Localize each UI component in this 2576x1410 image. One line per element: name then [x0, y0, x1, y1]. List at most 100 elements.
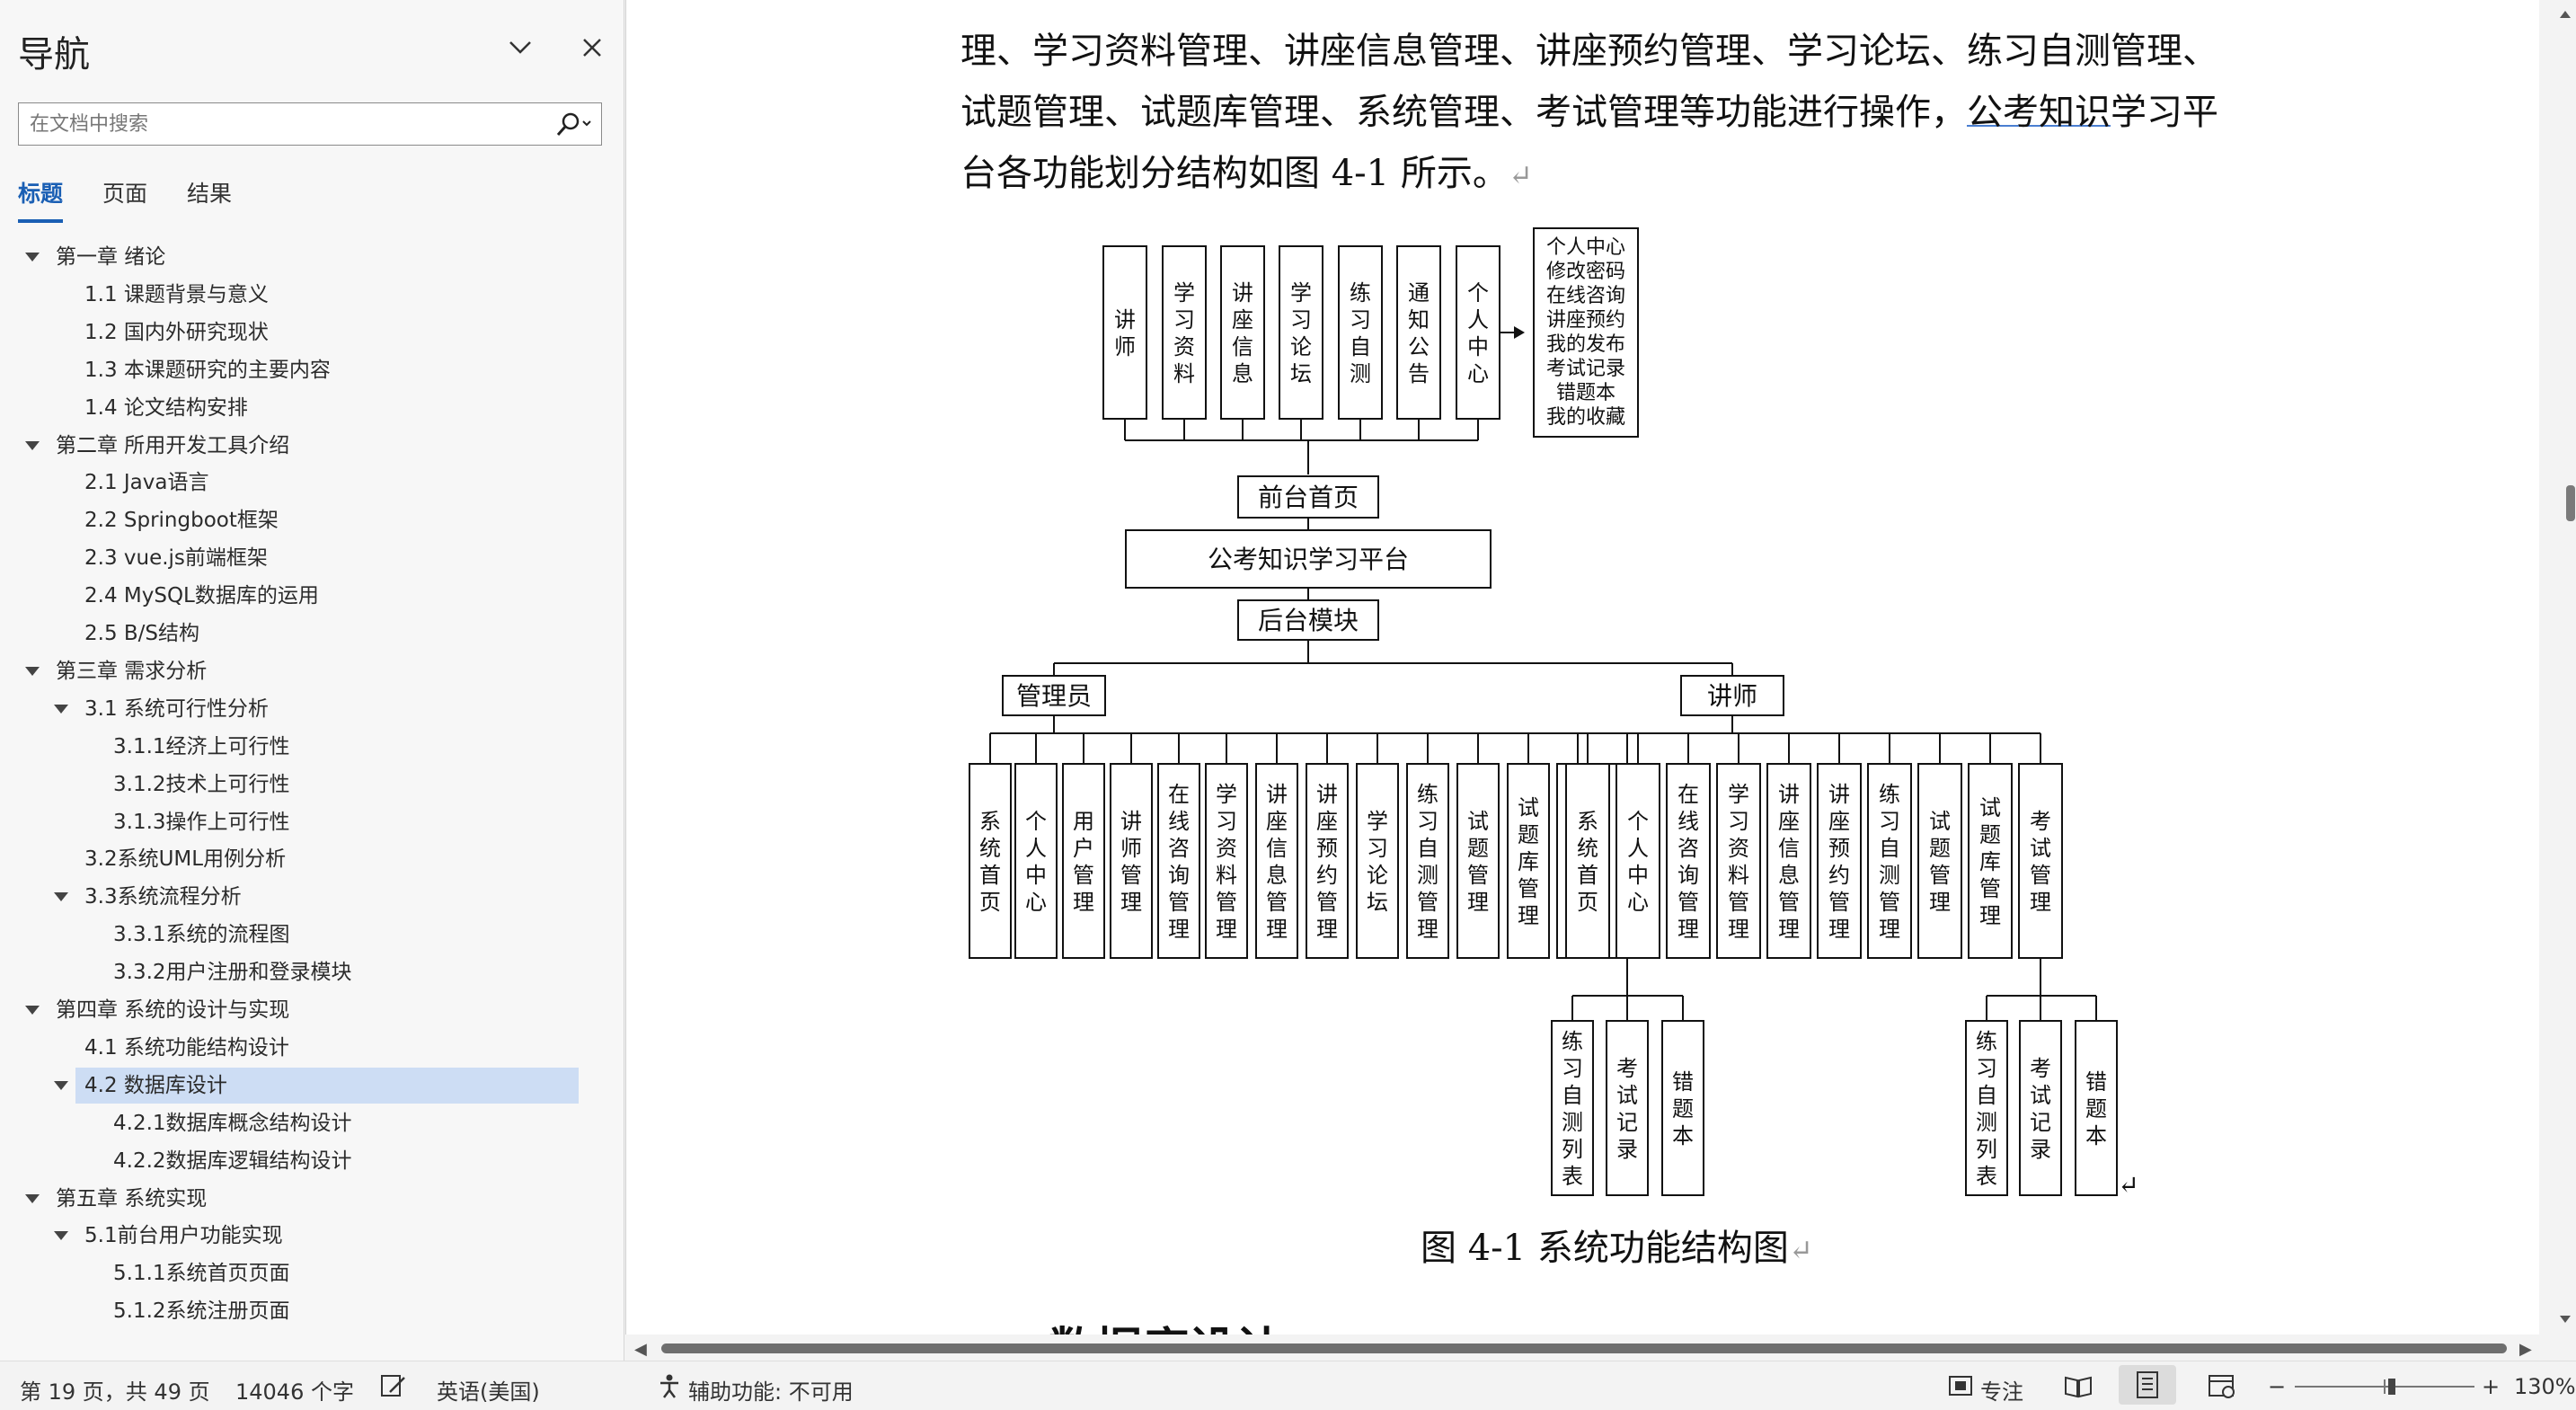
- spellcheck-underlined-word[interactable]: 公考知识: [1967, 92, 2111, 133]
- lecturer-module-box-char: 库: [1979, 849, 2001, 874]
- lecturer-module-box-char: 线: [1677, 809, 1699, 834]
- outline-item[interactable]: 3.3系统流程分析: [0, 879, 624, 915]
- tab-2[interactable]: 结果: [187, 181, 233, 207]
- admin-exam-child-box-char: 自: [1562, 1083, 1583, 1108]
- focus-mode-button[interactable]: 专注: [1980, 1379, 2023, 1405]
- admin-module-box-char: 自: [1417, 836, 1438, 861]
- outline-item[interactable]: 3.1.2技术上可行性: [0, 767, 624, 803]
- expand-triangle-icon[interactable]: [25, 666, 40, 676]
- zoom-out-button[interactable]: −: [2268, 1374, 2287, 1399]
- lecturer-exam-child-box-char: 记: [2030, 1110, 2051, 1135]
- zoom-slider[interactable]: [2293, 1376, 2476, 1403]
- expand-triangle-icon[interactable]: [54, 892, 68, 902]
- admin-module-box-char: 管: [1216, 890, 1237, 915]
- outline-item[interactable]: 3.1.3操作上可行性: [0, 804, 624, 840]
- outline-item-label: 第四章 系统的设计与实现: [56, 998, 290, 1022]
- expand-triangle-icon[interactable]: [25, 1006, 40, 1015]
- word-count[interactable]: 14046 个字: [235, 1379, 354, 1405]
- close-icon[interactable]: [571, 27, 613, 68]
- outline-item[interactable]: 第一章 绪论: [0, 239, 624, 275]
- outline-item[interactable]: 4.2.2数据库逻辑结构设计: [0, 1143, 624, 1179]
- outline-item[interactable]: 第三章 需求分析: [0, 653, 624, 689]
- outline-item[interactable]: 3.2系统UML用例分析: [0, 841, 624, 877]
- outline-item[interactable]: 5.1.2系统注册页面: [0, 1293, 624, 1329]
- read-mode-icon[interactable]: [2063, 1372, 2094, 1405]
- horizontal-scrollbar[interactable]: ◀ ▶: [629, 1335, 2539, 1361]
- lecturer-module-box-char: 理: [1979, 903, 2001, 928]
- lecturer-module-box-char: 系: [1577, 809, 1598, 834]
- expand-triangle-icon[interactable]: [25, 253, 40, 262]
- web-layout-icon[interactable]: [2207, 1372, 2237, 1405]
- accessibility-icon[interactable]: [656, 1372, 683, 1405]
- horizontal-scroll-thumb[interactable]: [661, 1343, 2507, 1353]
- personal-center-item: 讲座预约: [1546, 309, 1625, 332]
- focus-icon[interactable]: [1946, 1372, 1975, 1405]
- outline-item[interactable]: 1.3 本课题研究的主要内容: [0, 352, 624, 388]
- outline-item[interactable]: 1.1 课题背景与意义: [0, 277, 624, 313]
- admin-exam-child-box-char: 错: [1672, 1069, 1694, 1095]
- scroll-left-icon[interactable]: ◀: [634, 1340, 647, 1359]
- outline-item[interactable]: 2.2 Springboot框架: [0, 502, 624, 538]
- admin-module-box-char: 管: [1266, 890, 1288, 915]
- outline-item[interactable]: 1.2 国内外研究现状: [0, 315, 624, 350]
- admin-module-box-char: 理: [1216, 917, 1237, 942]
- search-icon[interactable]: [547, 111, 601, 137]
- outline-item[interactable]: 3.1 系统可行性分析: [0, 691, 624, 727]
- admin-module-box-char: 息: [1266, 863, 1288, 888]
- front-module-box-char: 学: [1173, 280, 1195, 306]
- accessibility-status[interactable]: 辅助功能: 不可用: [688, 1379, 854, 1405]
- paragraph-line-2: 试题管理、试题库管理、系统管理、考试管理等功能进行操作，公考知识学习平: [960, 83, 2218, 135]
- admin-module-box-char: 统: [979, 836, 1001, 861]
- scroll-right-icon[interactable]: ▶: [2519, 1340, 2532, 1359]
- admin-module-box-char: 约: [1316, 863, 1338, 888]
- outline-item[interactable]: 4.1 系统功能结构设计: [0, 1030, 624, 1066]
- outline-item[interactable]: 1.4 论文结构安排: [0, 390, 624, 426]
- outline-item-label: 3.1.1经济上可行性: [113, 734, 290, 758]
- admin-module-box: [1507, 763, 1550, 959]
- navigation-title: 导航: [18, 34, 90, 75]
- admin-module-box: [1306, 763, 1349, 959]
- vertical-scrollbar[interactable]: [2539, 0, 2576, 1335]
- lecturer-exam-child-box-char: 错: [2085, 1069, 2107, 1095]
- status-bar: 第 19 页，共 49 页 14046 个字 英语(美国) 辅助功能: 不可用 …: [0, 1361, 2576, 1410]
- outline-item[interactable]: 5.1.1系统首页页面: [0, 1255, 624, 1291]
- outline-item[interactable]: 4.2 数据库设计: [54, 1067, 579, 1104]
- admin-module-box-char: 试: [1518, 795, 1539, 820]
- search-input[interactable]: [19, 112, 547, 136]
- tab-1[interactable]: 页面: [102, 181, 148, 207]
- vertical-scroll-thumb[interactable]: [2566, 485, 2575, 521]
- outline-item[interactable]: 第四章 系统的设计与实现: [0, 992, 624, 1028]
- zoom-level[interactable]: 130%: [2514, 1374, 2576, 1399]
- lecturer-module-box-char: 理: [1879, 917, 1900, 942]
- expand-triangle-icon[interactable]: [54, 1080, 68, 1090]
- proofing-icon[interactable]: [379, 1372, 408, 1405]
- outline-item[interactable]: 2.1 Java语言: [0, 465, 624, 501]
- outline-item[interactable]: 3.3.2用户注册和登录模块: [0, 954, 624, 990]
- tab-0[interactable]: 标题: [18, 176, 64, 223]
- front-module-box-char: 人: [1467, 307, 1489, 333]
- lecturer-module-box-char: 管: [1979, 876, 2001, 901]
- expand-triangle-icon[interactable]: [54, 1231, 68, 1241]
- zoom-in-button[interactable]: +: [2482, 1374, 2501, 1399]
- outline-item[interactable]: 2.4 MySQL数据库的运用: [0, 578, 624, 614]
- print-layout-icon[interactable]: [2119, 1365, 2176, 1405]
- chevron-down-icon[interactable]: [500, 27, 541, 68]
- front-module-box-char: 师: [1114, 334, 1136, 359]
- lecturer-module-box-char: 息: [1778, 863, 1800, 888]
- document-area[interactable]: 理、学习资料管理、讲座信息管理、讲座预约管理、学习论坛、练习自测管理、 试题管理…: [625, 0, 2539, 1335]
- outline-item[interactable]: 3.1.1经济上可行性: [0, 729, 624, 765]
- language-indicator[interactable]: 英语(美国): [437, 1379, 540, 1405]
- outline-item[interactable]: 3.3.1系统的流程图: [0, 917, 624, 953]
- expand-triangle-icon[interactable]: [54, 704, 68, 714]
- expand-triangle-icon[interactable]: [25, 1193, 40, 1203]
- outline-item[interactable]: 第五章 系统实现: [0, 1181, 624, 1217]
- outline-item[interactable]: 2.3 vue.js前端框架: [0, 540, 624, 576]
- outline-item[interactable]: 4.2.1数据库概念结构设计: [0, 1105, 624, 1141]
- outline-item[interactable]: 第二章 所用开发工具介绍: [0, 428, 624, 464]
- page-count[interactable]: 第 19 页，共 49 页: [20, 1379, 210, 1405]
- lecturer-exam-child-box-char: 列: [1976, 1137, 1997, 1162]
- lecturer-module-box-char: 询: [1677, 863, 1699, 888]
- outline-item[interactable]: 2.5 B/S结构: [0, 616, 624, 652]
- expand-triangle-icon[interactable]: [25, 440, 40, 450]
- outline-item[interactable]: 5.1前台用户功能实现: [0, 1218, 624, 1254]
